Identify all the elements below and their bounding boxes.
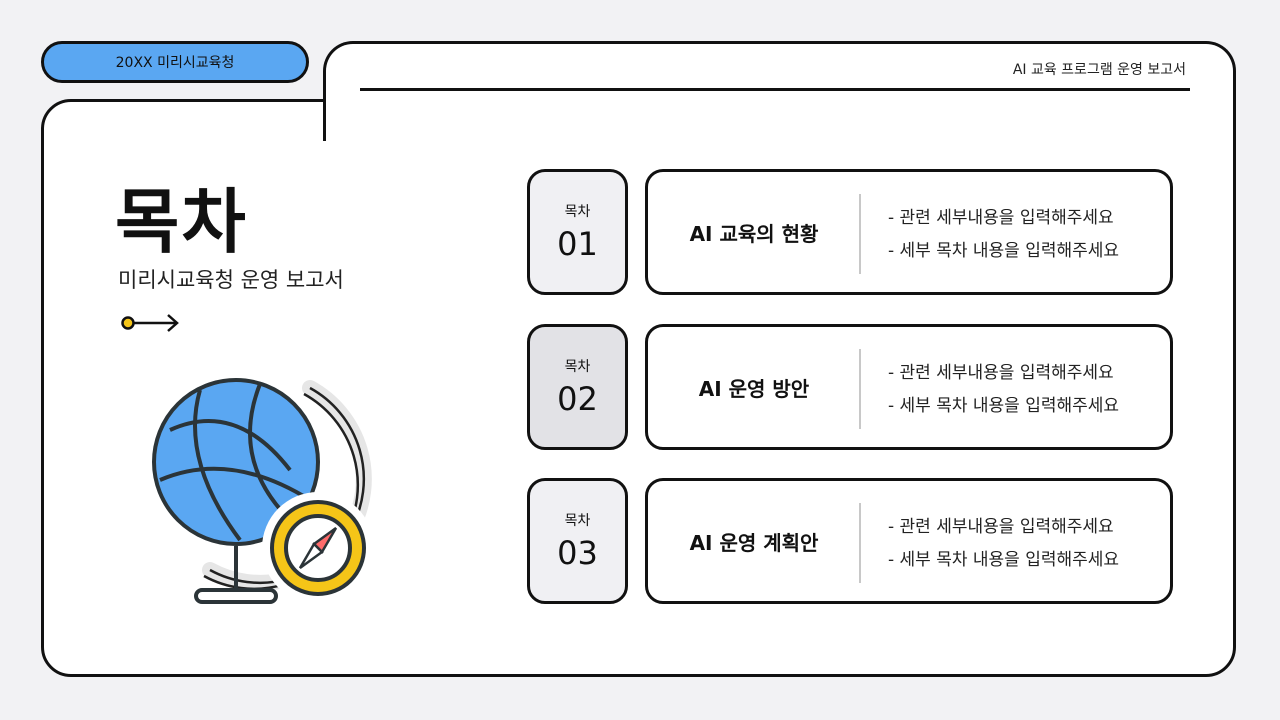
toc-item-divider	[859, 194, 861, 274]
toc-item-divider	[859, 349, 861, 429]
toc-number-label: 목차	[564, 204, 591, 220]
toc-item-details: - 관련 세부내용을 입력해주세요 - 세부 목차 내용을 입력해주세요	[888, 172, 1119, 292]
page-title: 목차	[115, 181, 248, 263]
toc-item-title: AI 운영 방안	[698, 376, 810, 401]
toc-number: 03	[557, 534, 598, 572]
toc-item-details: - 관련 세부내용을 입력해주세요 - 세부 목차 내용을 입력해주세요	[888, 481, 1119, 601]
toc-number-label: 목차	[564, 513, 591, 529]
toc-item-title: AI 교육의 현황	[689, 221, 819, 246]
toc-item-detail: - 관련 세부내용을 입력해주세요	[888, 363, 1114, 383]
arrow-right-icon	[121, 314, 179, 332]
toc-item-title: AI 운영 계획안	[689, 530, 819, 555]
toc-number-box-3: 목차 03	[527, 478, 628, 604]
toc-number: 02	[557, 380, 598, 418]
toc-item-divider	[859, 503, 861, 583]
toc-item-detail: - 세부 목차 내용을 입력해주세요	[888, 396, 1120, 416]
toc-item-detail: - 세부 목차 내용을 입력해주세요	[888, 550, 1120, 570]
toc-number: 01	[557, 225, 598, 263]
globe-compass-icon	[152, 378, 374, 604]
toc-item-details: - 관련 세부내용을 입력해주세요 - 세부 목차 내용을 입력해주세요	[888, 327, 1119, 447]
toc-item-1: AI 교육의 현황 - 관련 세부내용을 입력해주세요 - 세부 목차 내용을 …	[645, 169, 1173, 295]
toc-item-3: AI 운영 계획안 - 관련 세부내용을 입력해주세요 - 세부 목차 내용을 …	[645, 478, 1173, 604]
report-title: AI 교육 프로그램 운영 보고서	[1012, 62, 1186, 78]
toc-item-2: AI 운영 방안 - 관련 세부내용을 입력해주세요 - 세부 목차 내용을 입…	[645, 324, 1173, 450]
organization-tag-label: 20XX 미리시교육청	[115, 55, 235, 71]
toc-number-box-1: 목차 01	[527, 169, 628, 295]
toc-number-label: 목차	[564, 359, 591, 375]
organization-tag: 20XX 미리시교육청	[41, 41, 309, 83]
toc-item-detail: - 관련 세부내용을 입력해주세요	[888, 517, 1114, 537]
page-subtitle: 미리시교육청 운영 보고서	[118, 268, 344, 292]
header-mask	[326, 100, 1233, 160]
header-divider	[360, 88, 1190, 91]
toc-number-box-2: 목차 02	[527, 324, 628, 450]
toc-item-detail: - 세부 목차 내용을 입력해주세요	[888, 241, 1120, 261]
toc-item-detail: - 관련 세부내용을 입력해주세요	[888, 208, 1114, 228]
